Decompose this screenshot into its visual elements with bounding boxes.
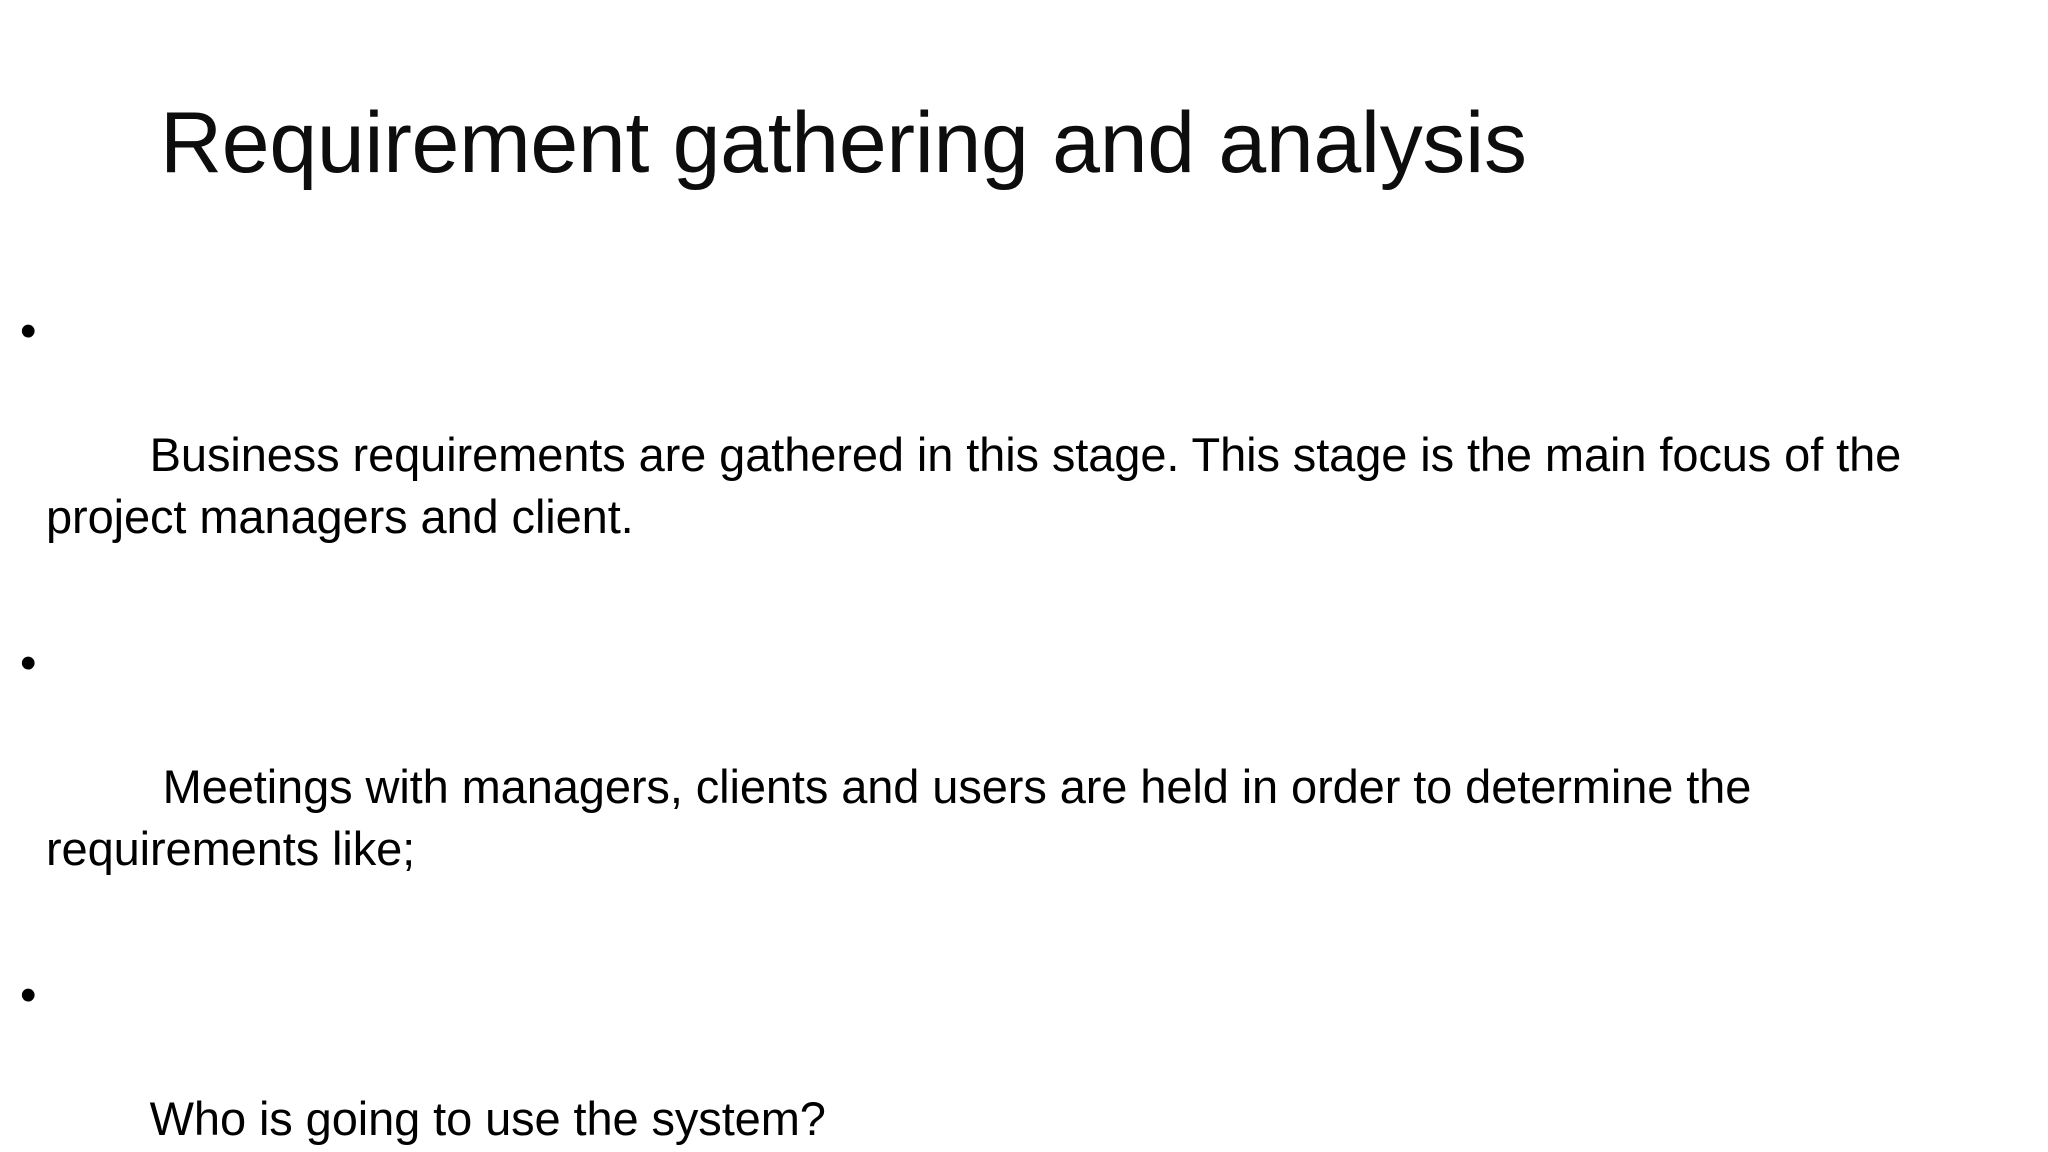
list-item: • Business requirements are gathered in … — [0, 300, 2048, 610]
list-item: • Who is going to use the system? — [0, 964, 2048, 1152]
list-item-text: Business requirements are gathered in th… — [46, 428, 1915, 544]
bullet-list: • Business requirements are gathered in … — [0, 300, 2048, 1152]
list-item-text: Who is going to use the system? — [149, 1092, 826, 1146]
bullet-point-icon: • — [20, 968, 37, 1022]
list-item: • Meetings with managers, clients and us… — [0, 632, 2048, 942]
bullet-point-icon: • — [20, 636, 37, 690]
slide-body: • Business requirements are gathered in … — [0, 300, 2048, 1152]
bullet-point-icon: • — [20, 304, 37, 357]
list-item-text: Meetings with managers, clients and user… — [46, 760, 1765, 876]
page-title: Requirement gathering and analysis — [160, 95, 1527, 191]
